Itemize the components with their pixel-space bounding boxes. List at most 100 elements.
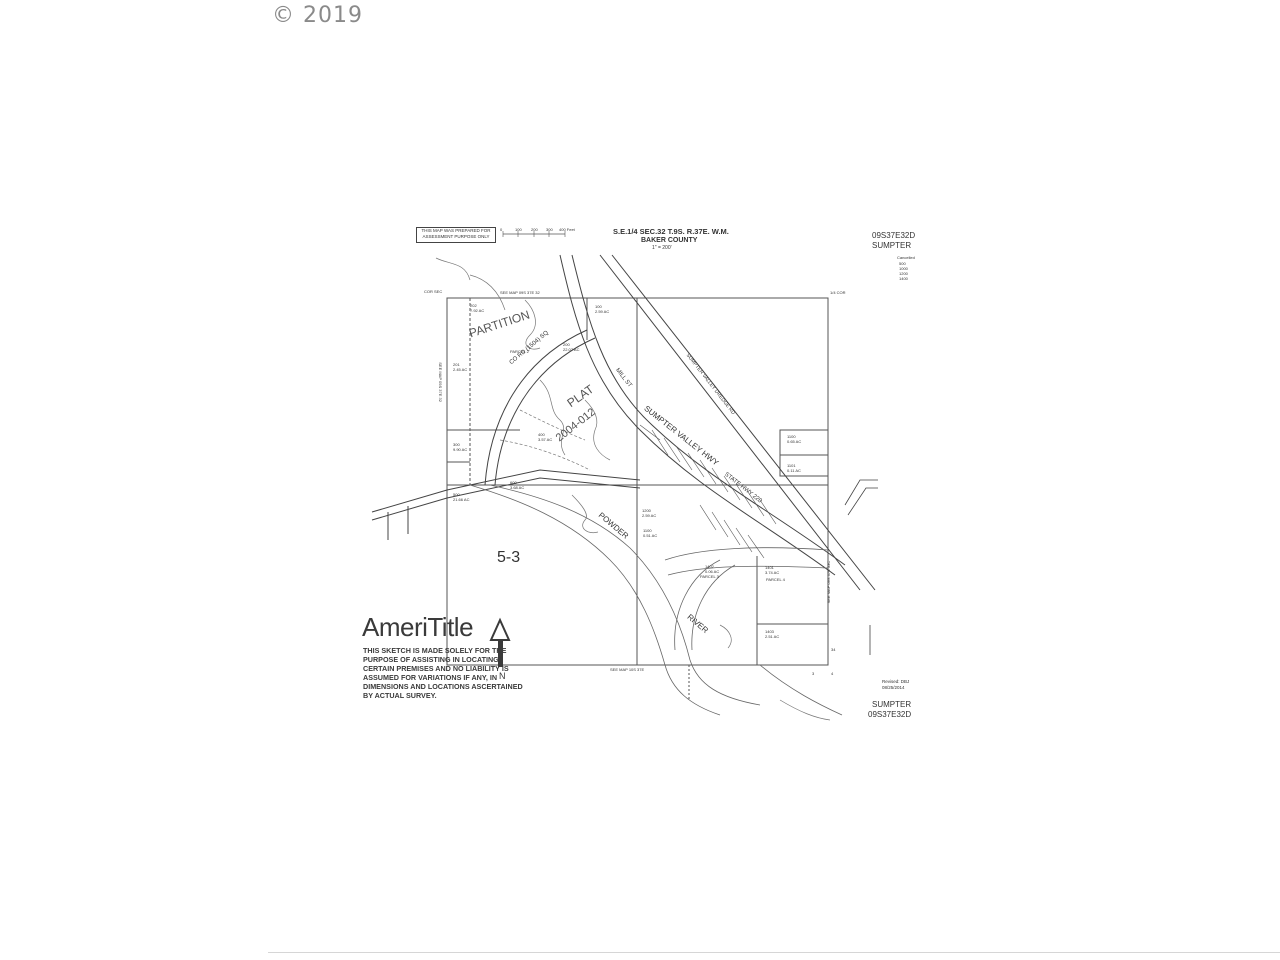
north-arrow-shaft — [498, 637, 503, 667]
lot-number: 300 — [453, 442, 460, 447]
scale-tick-0: 0 — [500, 227, 503, 232]
roads — [371, 254, 876, 591]
lot-number: 1101 — [787, 463, 796, 468]
lot-area: 22.07 AC — [563, 347, 580, 352]
lot-number: 1401 — [765, 565, 774, 570]
see-map-left: SEE MAP 09S 37E 32 — [437, 362, 443, 402]
ameri-title-logo: AmeriTitle — [362, 612, 474, 642]
tailing-shape — [435, 257, 471, 281]
mill-st-edge — [571, 254, 846, 566]
lot-number: 200 — [563, 342, 570, 347]
town-name-bottom: SUMPTER — [872, 700, 912, 709]
north-arrow-head — [489, 617, 511, 641]
tailing-shape — [524, 299, 541, 350]
north-arrow — [489, 617, 511, 667]
dredge-tailings — [435, 257, 831, 721]
sumpter-valley-dredge-rd-edge — [611, 254, 876, 591]
map-title-section: S.E.1/4 SEC.32 T.9S. R.37E. W.M. — [613, 227, 729, 236]
lot-number: 1200 — [642, 508, 651, 513]
label-parcel-3: PARCEL 3 — [700, 574, 719, 579]
river-bank-east — [489, 484, 761, 706]
disclaimer-box: THIS MAP WAS PREPARED FOR ASSESSMENT PUR… — [416, 227, 496, 243]
river-tail — [759, 664, 843, 716]
powder-river — [469, 484, 843, 716]
map-number-bottom: 09S37E32D — [868, 710, 912, 719]
section-number: 3 — [812, 671, 815, 676]
state-hwy-220 — [371, 469, 641, 513]
scale-tick-100: 100 — [515, 227, 522, 232]
lot-number: 201 — [453, 362, 460, 367]
cancelled-header: Cancelled — [897, 255, 915, 260]
label-parcel-2: PARCEL 2 — [510, 349, 529, 354]
section-number: 34 — [831, 647, 836, 652]
scale-bar-ticks — [502, 231, 566, 237]
corner-label-nw: COR SEC — [424, 289, 443, 294]
parcel-boundaries — [446, 297, 829, 700]
lot-1100 — [779, 429, 829, 477]
town-name-top: SUMPTER — [872, 241, 912, 250]
copyright-watermark: © 2019 — [272, 3, 363, 28]
lot-area: 9.90 AC — [453, 447, 468, 452]
county-road-edge — [494, 337, 596, 486]
scale-tick-200: 200 — [531, 227, 538, 232]
lot-number: 100 — [595, 304, 602, 309]
lot-area: 3.74 AC — [765, 570, 780, 575]
lot-number: 1403 — [765, 629, 774, 634]
footer-divider — [268, 952, 1280, 953]
label-parcel-4: PARCEL 4 — [766, 577, 785, 582]
lot-area: 0.11 AC — [787, 468, 801, 473]
tailing-shape — [584, 399, 611, 461]
lot-number: 202 — [470, 303, 477, 308]
label-area-5-3: 5-3 — [497, 549, 521, 566]
lot-number: 600 — [510, 480, 517, 485]
river-bend — [664, 547, 829, 561]
lot-area: 0.65 AC — [787, 439, 802, 444]
lot-area: 2.45 AC — [453, 367, 468, 372]
river-bend-2 — [667, 565, 829, 576]
line — [847, 487, 878, 516]
section-number: 4 — [831, 671, 834, 676]
disclaimer-text: THIS MAP WAS PREPARED FOR ASSESSMENT PUR… — [421, 228, 491, 239]
cancelled-item: 1200 — [899, 271, 908, 276]
scale-tick-300: 300 — [546, 227, 553, 232]
map-title-scale: 1" = 200' — [652, 245, 672, 251]
sumpter-valley-dredge-rd — [599, 254, 861, 591]
lot-area: 7.92 AC — [470, 308, 485, 313]
county-road — [484, 329, 588, 486]
oxbow-outer — [674, 559, 721, 651]
east-edge-lines — [844, 479, 878, 655]
lot-number: 1402 — [705, 564, 714, 569]
see-map-right: SEE MAP 09S 37E 33C — [826, 560, 832, 604]
lot-number: 1100 — [787, 434, 796, 439]
north-label: N — [499, 671, 506, 681]
ameri-title-disclaimer: THIS SKETCH IS MADE SOLELY FOR THE PURPO… — [363, 646, 523, 700]
lot-area: 2.51 AC — [765, 634, 780, 639]
see-map-top: SEE MAP 09S 37E 32 — [500, 290, 540, 295]
tailing-shape — [571, 494, 599, 534]
tailing-shape — [539, 379, 566, 456]
lot-number: 500 — [453, 492, 460, 497]
river-bank-west — [469, 484, 721, 716]
revised-date: 08/25/2014 — [882, 685, 905, 690]
town-lots — [639, 424, 777, 559]
lot-number: 1100 — [643, 528, 652, 533]
map-header — [502, 231, 566, 237]
see-map-bottom: SEE MAP 10S 37E — [610, 667, 645, 672]
cancelled-item: 500 — [899, 261, 906, 266]
mill-st — [559, 254, 836, 576]
cancelled-item: 1400 — [899, 276, 908, 281]
scale-tick-400: 400 Feet — [559, 227, 575, 232]
tailing-shape — [719, 624, 732, 649]
lot-area: 3.57 AC — [538, 437, 553, 442]
map-title-county: BAKER COUNTY — [641, 237, 698, 244]
lot-area: 0.51 AC — [643, 533, 658, 538]
lot-area: 2.59 AC — [595, 309, 610, 314]
creek — [499, 439, 591, 471]
oxbow-inner — [691, 564, 736, 651]
tailing-shape — [779, 699, 831, 721]
lot-area: 3.68 AC — [510, 485, 525, 490]
line — [844, 479, 878, 506]
corner-label-ne: 1/4 COR — [830, 290, 846, 295]
